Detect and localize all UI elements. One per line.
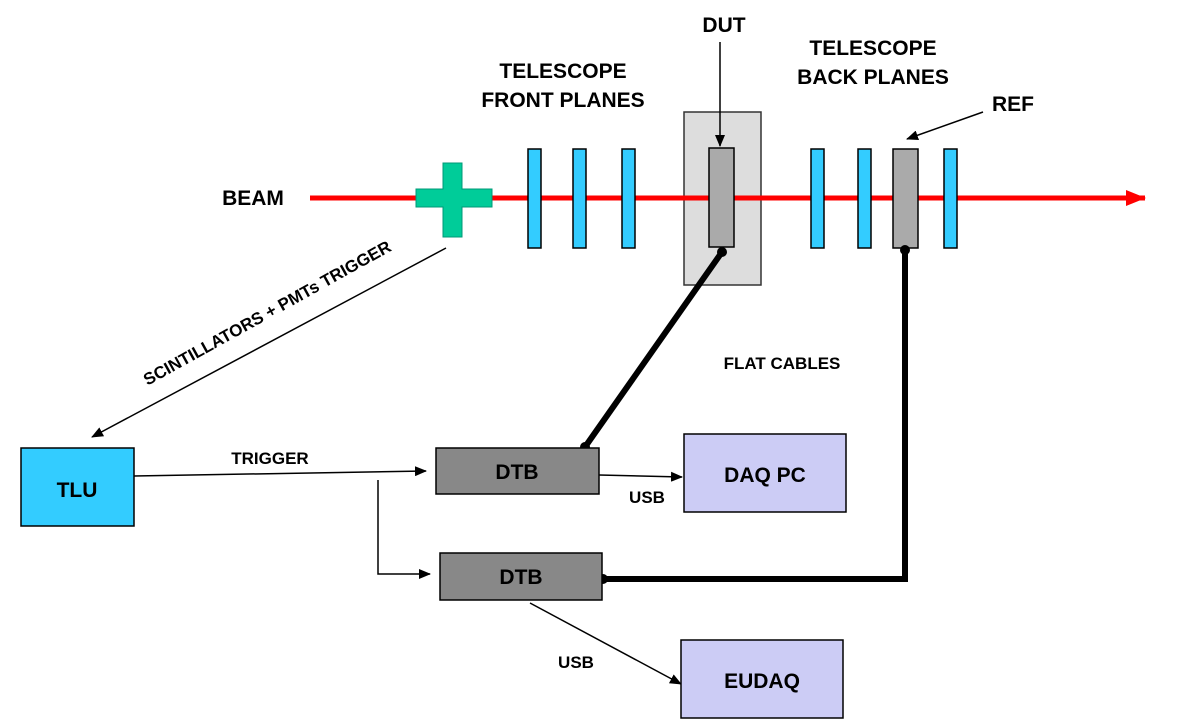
flat-cable-dut-end-top xyxy=(717,247,727,257)
telescope-back-label-line2: BACK PLANES xyxy=(797,66,949,89)
scintillator-cross xyxy=(415,162,493,238)
telescope-front-plane-2 xyxy=(572,148,587,249)
flat-cable-ref xyxy=(603,250,908,582)
telescope-back-plane-1 xyxy=(810,148,825,249)
dut-label: DUT xyxy=(702,14,745,37)
scintillator-trigger-label: SCINTILLATORS + PMTs TRIGGER xyxy=(140,237,394,389)
usb-line-to-eudaq xyxy=(529,602,682,685)
trigger-line-to-dtb-top xyxy=(133,466,427,477)
beam-label: BEAM xyxy=(222,187,284,210)
flat-cable-ref-end-top xyxy=(900,245,910,255)
dut-sensor xyxy=(708,147,735,248)
dtb-bottom-label: DTB xyxy=(499,566,542,589)
dtb-top-box xyxy=(435,447,600,495)
ref-sensor xyxy=(892,148,919,249)
telescope-front-label-line2: FRONT PLANES xyxy=(481,89,644,112)
daq-pc-box xyxy=(683,433,847,513)
tlu-box xyxy=(20,447,135,527)
scintillator-trigger-arrow xyxy=(91,247,447,438)
telescope-front-plane-3 xyxy=(621,148,636,249)
telescope-front-label-line1: TELESCOPE xyxy=(499,60,626,83)
ref-pointer-arrow xyxy=(906,111,984,141)
eudaq-box xyxy=(680,639,844,719)
telescope-back-label-line1: TELESCOPE xyxy=(809,37,936,60)
flat-cable-dut xyxy=(582,250,725,449)
dtb-bottom-box xyxy=(439,552,603,601)
dtb-top-label: DTB xyxy=(495,461,538,484)
usb-line-to-daq-pc xyxy=(598,471,683,482)
trigger-label: TRIGGER xyxy=(231,449,308,468)
daq-pc-label: DAQ PC xyxy=(724,464,806,487)
telescope-front-plane-1 xyxy=(527,148,542,249)
usb-label-top: USB xyxy=(629,488,665,507)
telescope-back-plane-2 xyxy=(857,148,872,249)
tlu-label: TLU xyxy=(57,479,98,502)
trigger-line-to-dtb-bottom xyxy=(377,480,431,579)
ref-label: REF xyxy=(992,93,1034,116)
eudaq-label: EUDAQ xyxy=(724,670,800,693)
usb-label-bottom: USB xyxy=(558,653,594,672)
telescope-back-plane-3 xyxy=(943,148,958,249)
flat-cables-label: FLAT CABLES xyxy=(724,354,841,373)
